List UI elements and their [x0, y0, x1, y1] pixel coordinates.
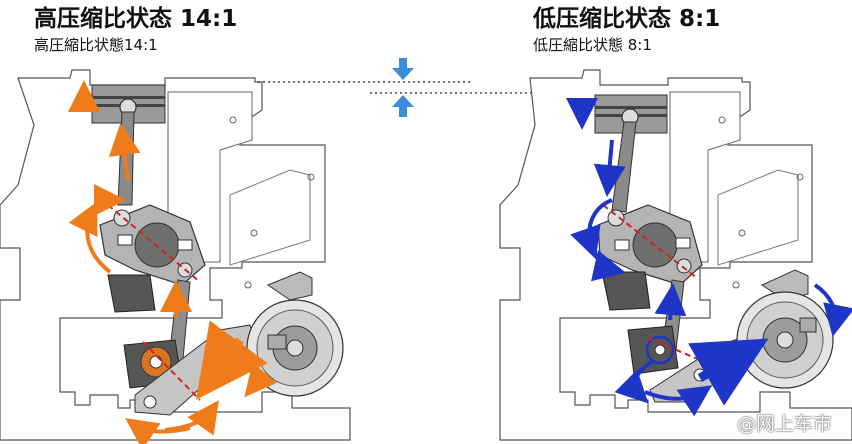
right-bolt-hole: [796, 173, 804, 181]
left-panel-subtitle: 高圧縮比状態14:1: [34, 36, 158, 54]
tdc-indicator: [258, 58, 540, 117]
left-axis-lines: [107, 204, 201, 401]
left-motion-arrows: [68, 80, 278, 444]
right-bolt-hole: [732, 281, 740, 289]
left-block-cutout: [229, 169, 311, 266]
right-block-cutout: [717, 169, 799, 266]
shaft-rotation-arrow: [644, 385, 712, 417]
left-crank-counterweight: [107, 274, 156, 313]
left-bolt-hole: [229, 116, 237, 124]
down-indicator-icon: [392, 58, 414, 80]
actuator-rotation-arrow: [243, 350, 278, 398]
shaft-push-arrow: [195, 320, 268, 400]
right-panel-subtitle: 低圧縮比状態 8:1: [533, 36, 652, 54]
right-crank-counterweight: [601, 271, 651, 311]
right-motion-arrows: [566, 98, 852, 417]
left-bolt-hole: [250, 229, 258, 237]
left-control-shaft: [123, 324, 256, 416]
watermark: @网上车市: [736, 413, 832, 435]
left-bolt-hole: [307, 173, 315, 181]
rotation-arrow: [68, 201, 112, 274]
rotation-arrow: [590, 247, 626, 282]
rod-down-arrow: [593, 139, 626, 197]
left-bolt-hole: [244, 281, 252, 289]
link-up-arrow: [654, 283, 687, 321]
shaft-rotation-arrow: [614, 360, 654, 404]
shaft-rotation-arrow: [125, 418, 191, 444]
left-panel-title: 高压缩比状态 14:1: [34, 6, 238, 32]
up-indicator-icon: [392, 95, 414, 117]
rotation-arrow: [90, 184, 126, 217]
actuator-rotation-arrow: [813, 283, 852, 337]
right-bolt-hole: [718, 116, 726, 124]
rod-up-arrow: [108, 123, 141, 181]
right-panel-title: 低压缩比状态 8:1: [533, 6, 721, 32]
right-actuator: [736, 269, 834, 389]
left-actuator: [246, 271, 344, 397]
shaft-push-arrow: [688, 338, 769, 406]
rotation-arrow: [570, 198, 613, 260]
right-bolt-hole: [738, 229, 746, 237]
